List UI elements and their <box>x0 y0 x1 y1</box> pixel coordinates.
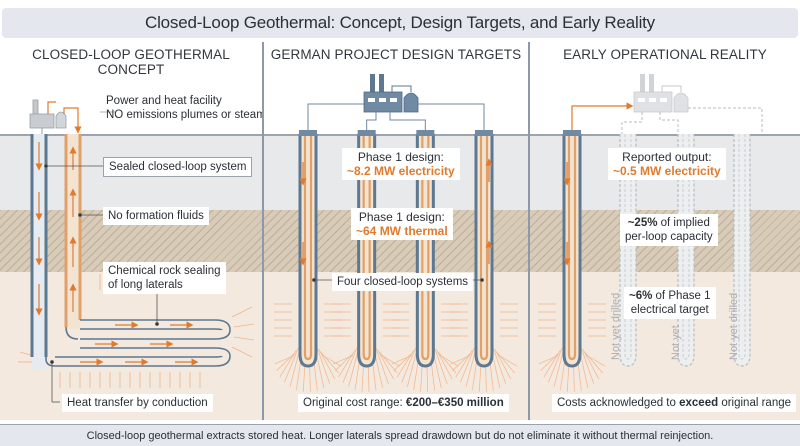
capacity-callout: ~25% of implied per-loop capacity <box>620 214 718 246</box>
production-well <box>64 134 82 329</box>
planned-connection-lines <box>621 107 763 134</box>
heat-radiation-icon <box>538 303 606 392</box>
flow-arrow-icon <box>80 321 199 366</box>
cost-range-value: €200–€350 million <box>405 397 504 409</box>
panel-heading: CLOSED-LOOP GEOTHERMAL CONCEPT <box>32 47 230 77</box>
surface-sky <box>530 42 800 134</box>
not-drilled-label: Not yet drilled <box>610 292 622 360</box>
footer-note: Closed-loop geothermal extracts stored h… <box>0 424 800 446</box>
callout-no-formation-fluids: No formation fluids <box>103 207 209 225</box>
cost-overrun-suffix: original range <box>718 397 792 409</box>
page-title: Closed-Loop Geothermal: Concept, Design … <box>145 13 655 32</box>
footer-text: Closed-loop geothermal extracts stored h… <box>86 429 714 442</box>
panel-reality: EARLY OPERATIONAL REALITY Reported outpu… <box>530 42 800 420</box>
reported-output-label: Reported output: <box>622 150 712 164</box>
design-diagram <box>274 74 518 392</box>
panel-divider <box>262 42 264 420</box>
facility-label-line2: NO emissions plumes or steam <box>106 109 262 121</box>
closed-loop-wells <box>274 130 518 392</box>
cost-overrun-callout: Costs acknowledged to exceed original ra… <box>552 394 797 412</box>
closed-loop-well <box>538 130 606 392</box>
facility-label-line1: Power and heat facility <box>106 95 222 107</box>
factory-icon <box>633 74 689 113</box>
electric-target-value: ~8.2 MW electricity <box>347 164 455 178</box>
lateral-loops <box>45 319 231 367</box>
panel-design: GERMAN PROJECT DESIGN TARGETS Phase 1 de… <box>264 42 528 420</box>
callout-chemical-sealing: Chemical rock sealing of long laterals <box>103 262 226 294</box>
injection-well <box>30 134 48 370</box>
reported-output-callout: Reported output: ~0.5 MW electricity <box>608 148 726 180</box>
four-systems-label: Four closed-loop systems <box>332 273 474 291</box>
connection-lines <box>307 103 485 130</box>
capacity-percent: ~25% <box>627 217 658 229</box>
planned-well <box>733 134 751 367</box>
not-drilled-label: Not yet <box>670 325 682 360</box>
cost-overrun-text: Costs acknowledged to <box>557 397 680 409</box>
facility-label: Power and heat facility NO emissions plu… <box>106 94 262 122</box>
cost-range-label: Original cost range: <box>303 397 406 409</box>
panel-heading: EARLY OPERATIONAL REALITY <box>563 47 767 62</box>
not-drilled-label: Not yet drilled <box>728 292 740 360</box>
callout-chemical-sealing-line2: of long laterals <box>108 279 183 291</box>
factory-icon <box>363 74 419 113</box>
panel-heading: GERMAN PROJECT DESIGN TARGETS <box>270 47 522 62</box>
electric-target-label: Phase 1 design: <box>357 150 444 164</box>
panel-divider <box>528 42 530 420</box>
closed-loop-well <box>274 130 342 392</box>
thermal-target-label: Phase 1 design: <box>358 210 445 224</box>
cost-range-callout: Original cost range: €200–€350 million <box>298 394 509 412</box>
title-bar: Closed-Loop Geothermal: Concept, Design … <box>2 8 798 38</box>
thermal-target-callout: Phase 1 design: ~64 MW thermal <box>351 208 453 240</box>
target-text: of Phase 1 <box>652 290 711 302</box>
thermal-target-value: ~64 MW thermal <box>356 224 448 238</box>
closed-loop-well <box>332 130 401 392</box>
electric-target-callout: Phase 1 design: ~8.2 MW electricity <box>342 148 460 180</box>
target-share-callout: ~6% of Phase 1 electrical target <box>624 287 716 319</box>
closed-loop-well <box>450 130 518 392</box>
callout-chemical-sealing-line1: Chemical rock sealing <box>108 265 221 277</box>
heat-radiation-icon <box>450 303 518 392</box>
factory-icon <box>29 99 67 134</box>
target-text-line2: electrical target <box>630 304 709 316</box>
closed-loop-well <box>391 130 460 392</box>
target-percent: ~6% <box>629 290 653 302</box>
callout-heat-conduction: Heat transfer by conduction <box>62 394 213 412</box>
capacity-text: of implied <box>657 217 710 229</box>
panel-concept: CLOSED-LOOP GEOTHERMAL CONCEPT <box>0 42 262 420</box>
flow-arrow-icon <box>571 102 634 134</box>
capacity-text-line2: per-loop capacity <box>625 231 713 243</box>
reported-output-value: ~0.5 MW electricity <box>613 164 721 178</box>
callout-sealed-loop: Sealed closed-loop system <box>103 157 253 177</box>
cost-overrun-emphasis: exceed <box>679 397 719 409</box>
